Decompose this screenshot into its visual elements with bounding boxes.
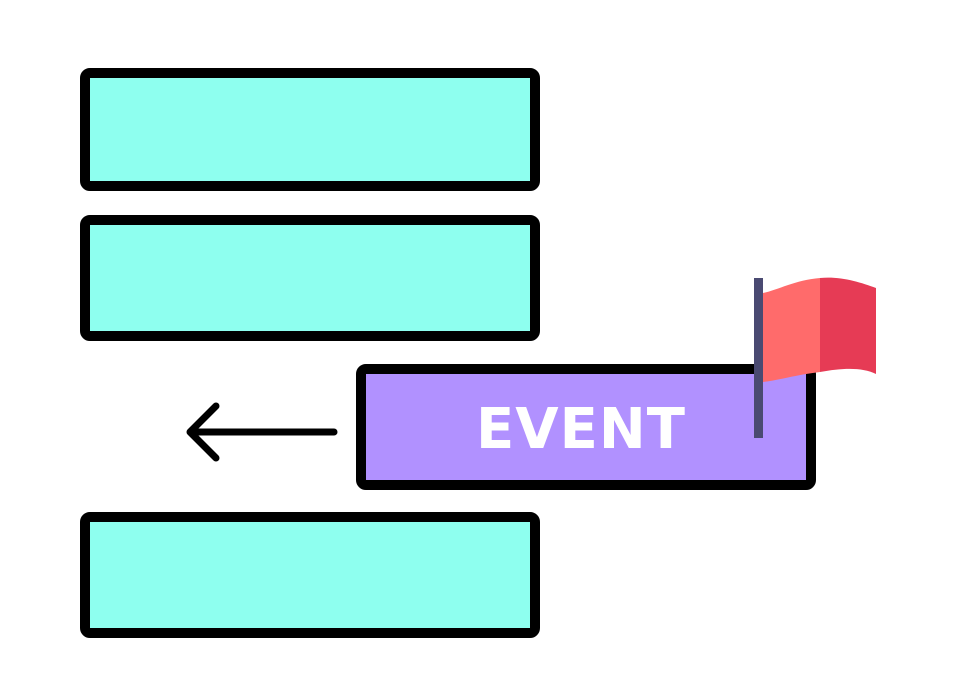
sequence-block-1 bbox=[80, 68, 540, 191]
arrow-left-icon bbox=[186, 402, 338, 462]
event-label: EVENT bbox=[476, 396, 686, 462]
sequence-block-2 bbox=[80, 215, 540, 341]
flag-icon bbox=[754, 277, 876, 438]
sequence-block-4 bbox=[80, 512, 540, 638]
event-block: EVENT bbox=[356, 364, 816, 490]
